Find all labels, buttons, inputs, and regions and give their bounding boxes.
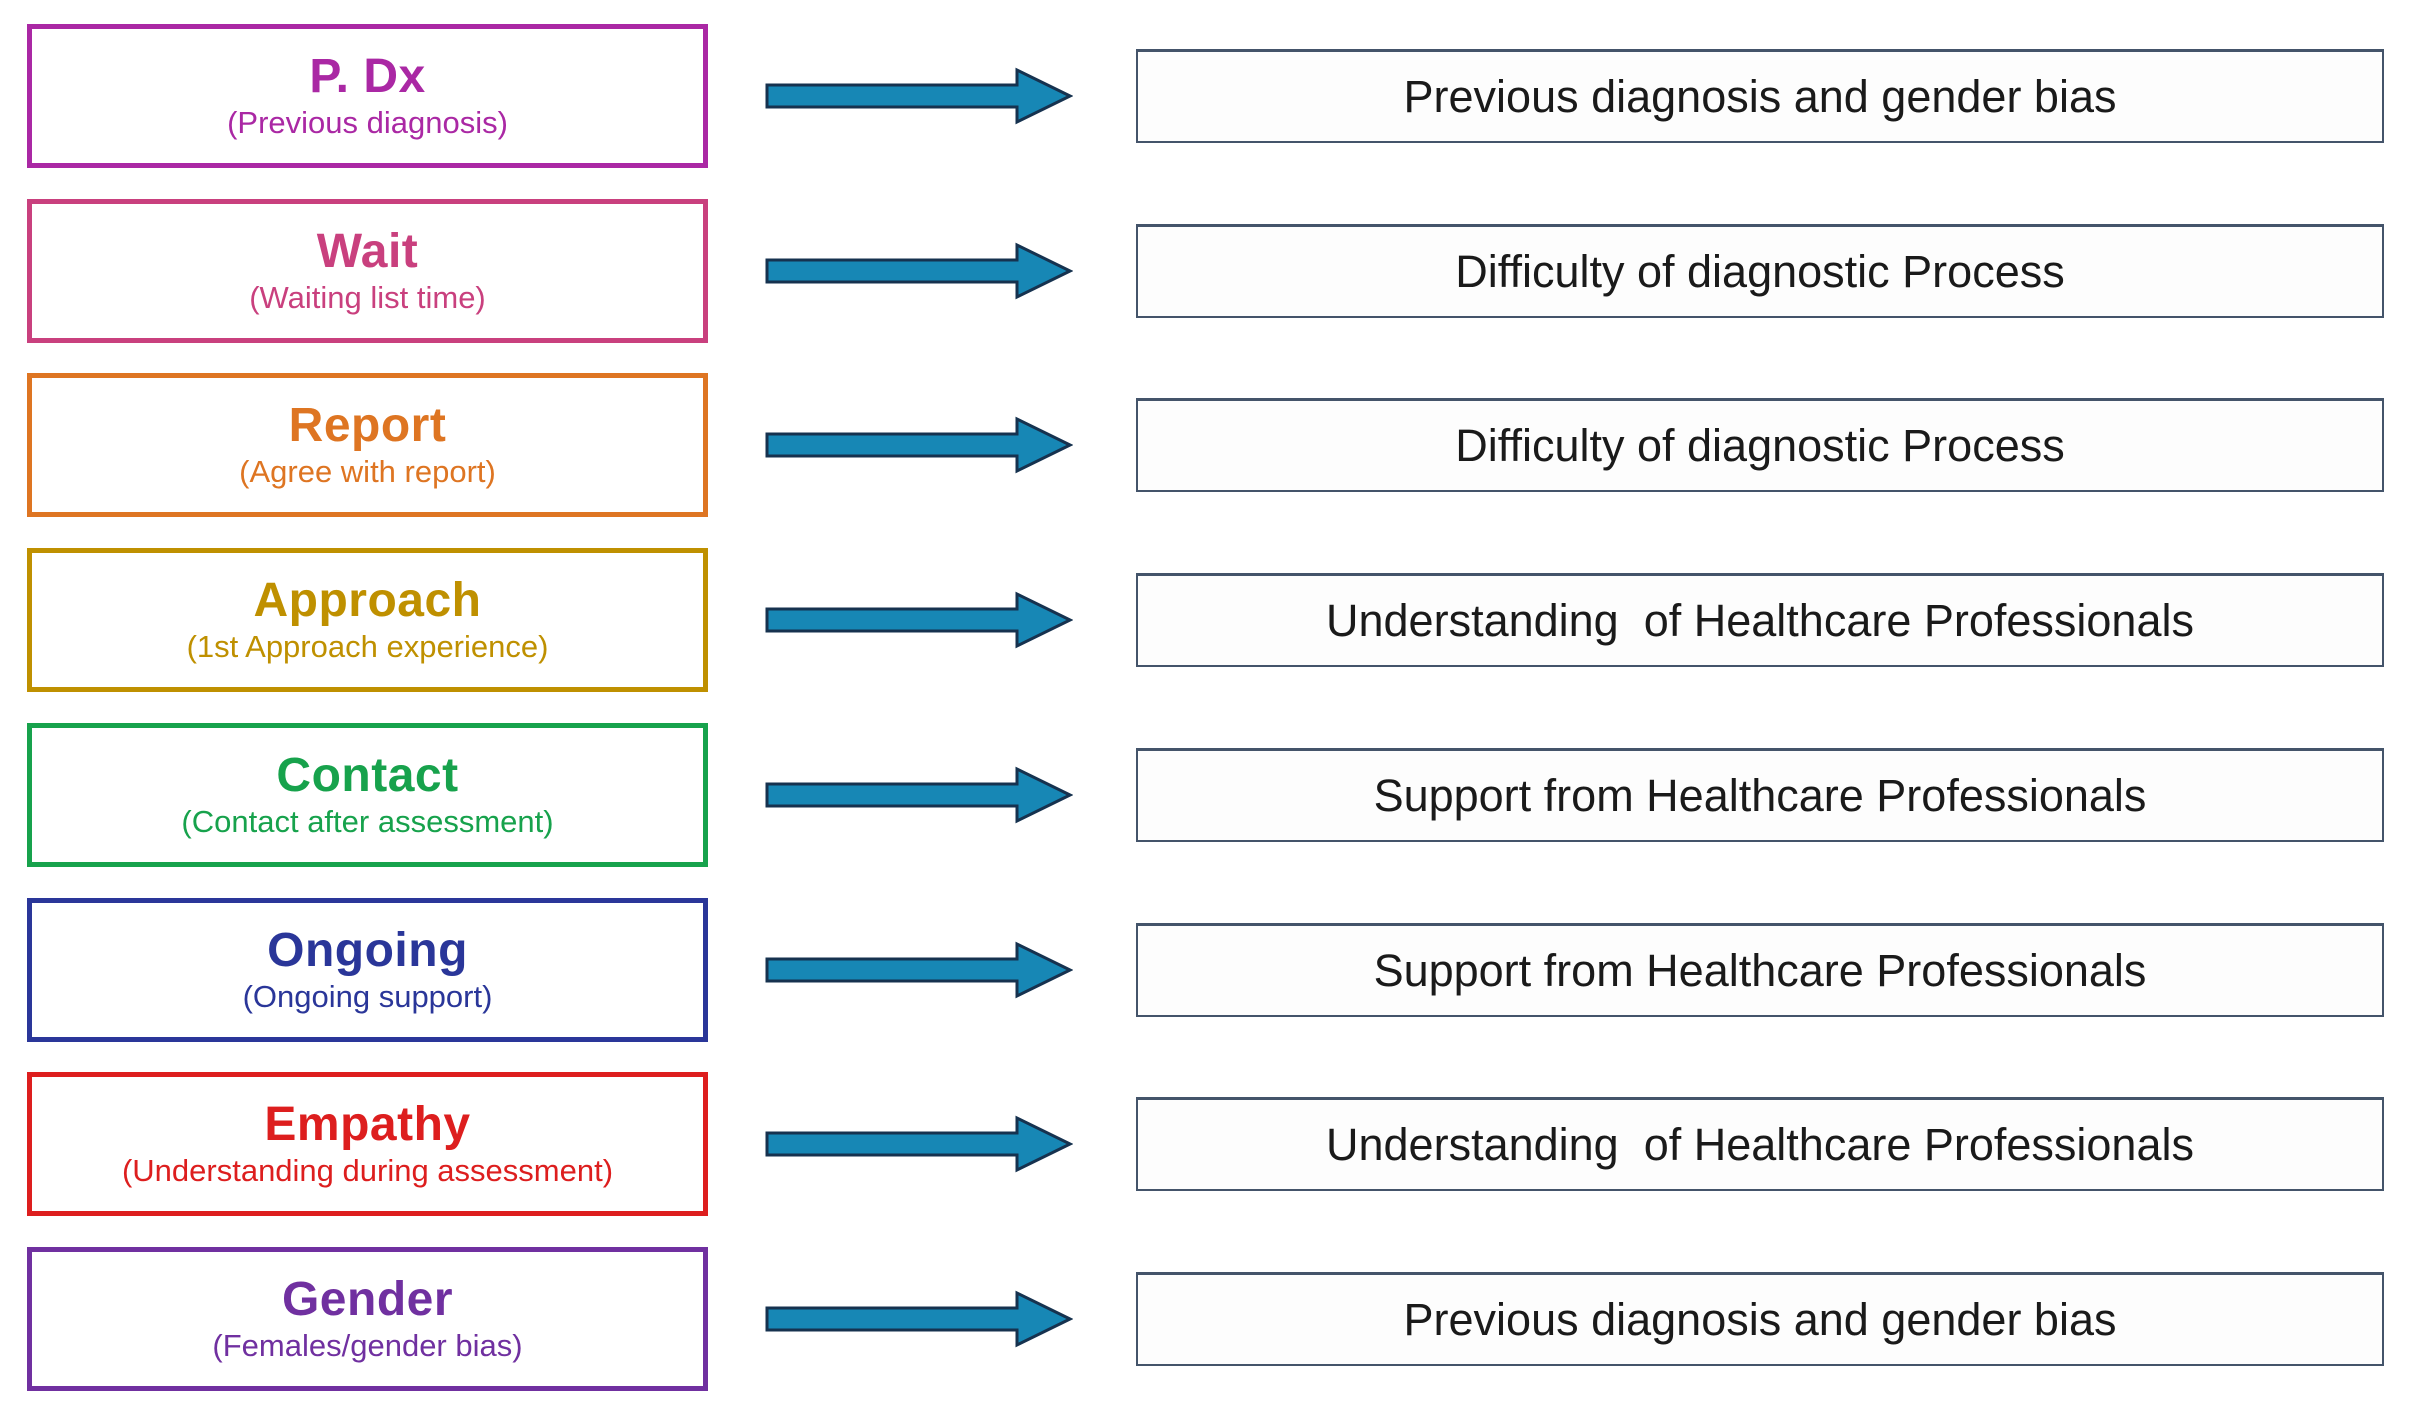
outcome-label: Support from Healthcare Professionals (1373, 944, 2147, 996)
theme-box: Empathy (Understanding during assessment… (27, 1072, 708, 1216)
theme-box: Gender (Females/gender bias) (27, 1247, 708, 1391)
outcome-label: Previous diagnosis and gender bias (1403, 1293, 2117, 1345)
outcome-box: Understanding of Healthcare Professional… (1136, 1097, 2384, 1191)
flow-arrow-icon (765, 591, 1073, 649)
theme-subtitle: (Ongoing support) (242, 979, 493, 1015)
outcome-label: Understanding of Healthcare Professional… (1326, 594, 2194, 646)
theme-box: Contact (Contact after assessment) (27, 723, 708, 867)
outcome-label: Understanding of Healthcare Professional… (1326, 1118, 2194, 1170)
theme-box: Approach (1st Approach experience) (27, 548, 708, 692)
mapping-row: Gender (Females/gender bias) Previous di… (0, 1247, 2409, 1391)
theme-title: P. Dx (309, 50, 426, 104)
theme-box: Wait (Waiting list time) (27, 199, 708, 343)
theme-subtitle: (Previous diagnosis) (227, 105, 508, 141)
outcome-box: Previous diagnosis and gender bias (1136, 1272, 2384, 1366)
flow-arrow-icon (765, 242, 1073, 300)
theme-box: P. Dx (Previous diagnosis) (27, 24, 708, 168)
flow-arrow-icon (765, 416, 1073, 474)
outcome-box: Understanding of Healthcare Professional… (1136, 573, 2384, 667)
theme-subtitle: (Contact after assessment) (181, 804, 554, 840)
mapping-row: Contact (Contact after assessment) Suppo… (0, 723, 2409, 867)
outcome-label: Difficulty of diagnostic Process (1455, 245, 2065, 297)
mapping-row: P. Dx (Previous diagnosis) Previous diag… (0, 24, 2409, 168)
theme-box: Ongoing (Ongoing support) (27, 898, 708, 1042)
mapping-row: Wait (Waiting list time) Difficulty of d… (0, 199, 2409, 343)
theme-subtitle: (Females/gender bias) (212, 1328, 523, 1364)
theme-title: Approach (253, 574, 482, 628)
theme-title: Wait (316, 225, 419, 279)
mapping-row: Ongoing (Ongoing support) Support from H… (0, 898, 2409, 1042)
outcome-label: Previous diagnosis and gender bias (1403, 70, 2117, 122)
theme-subtitle: (Agree with report) (239, 454, 496, 490)
mapping-row: Report (Agree with report) Difficulty of… (0, 373, 2409, 517)
flow-arrow-icon (765, 67, 1073, 125)
outcome-box: Support from Healthcare Professionals (1136, 923, 2384, 1017)
theme-subtitle: (Waiting list time) (249, 280, 486, 316)
flow-arrow-icon (765, 1290, 1073, 1348)
theme-subtitle: (1st Approach experience) (186, 629, 549, 665)
outcome-label: Support from Healthcare Professionals (1373, 769, 2147, 821)
theme-title: Contact (276, 749, 459, 803)
outcome-box: Previous diagnosis and gender bias (1136, 49, 2384, 143)
flow-arrow-icon (765, 1115, 1073, 1173)
outcome-label: Difficulty of diagnostic Process (1455, 419, 2065, 471)
theme-title: Empathy (264, 1098, 471, 1152)
flow-arrow-icon (765, 941, 1073, 999)
theme-box: Report (Agree with report) (27, 373, 708, 517)
theme-subtitle: (Understanding during assessment) (121, 1153, 614, 1189)
theme-title: Report (288, 399, 447, 453)
outcome-box: Support from Healthcare Professionals (1136, 748, 2384, 842)
outcome-box: Difficulty of diagnostic Process (1136, 398, 2384, 492)
theme-title: Ongoing (267, 924, 468, 978)
outcome-box: Difficulty of diagnostic Process (1136, 224, 2384, 318)
mapping-row: Empathy (Understanding during assessment… (0, 1072, 2409, 1216)
mapping-row: Approach (1st Approach experience) Under… (0, 548, 2409, 692)
flow-arrow-icon (765, 766, 1073, 824)
theme-title: Gender (281, 1273, 454, 1327)
